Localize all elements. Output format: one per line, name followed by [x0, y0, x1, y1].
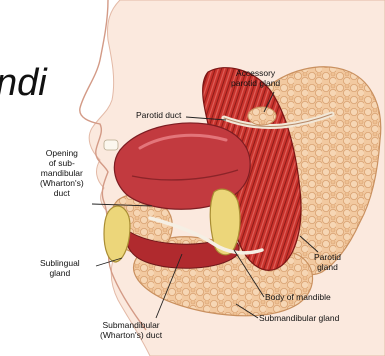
label-line: Sublingual [40, 258, 80, 268]
label-line: Submandibular gland [259, 313, 339, 323]
label-accessory-parotid: Accessory parotid gland [231, 68, 280, 88]
label-line: Parotid duct [136, 110, 181, 120]
label-line: (Wharton's) [40, 178, 84, 188]
label-submandibular-gland: Submandibular gland [259, 313, 339, 323]
label-line: gland [314, 262, 341, 272]
heading-text: ndi [0, 63, 47, 103]
label-line: Opening [40, 148, 84, 158]
label-line: Body of mandible [265, 292, 331, 302]
label-parotid-gland: Parotid gland [314, 252, 341, 272]
label-line: (Wharton's) duct [100, 330, 162, 340]
label-line: Parotid [314, 252, 341, 262]
label-submandibular-duct: Submandibular (Wharton's) duct [100, 320, 162, 340]
label-line: of sub- [40, 158, 84, 168]
label-line: parotid gland [231, 78, 280, 88]
accessory-parotid-gland [248, 107, 276, 125]
label-line: duct [40, 188, 84, 198]
label-line: gland [40, 268, 80, 278]
label-parotid-duct: Parotid duct [136, 110, 181, 120]
upper-teeth [104, 140, 118, 150]
label-sublingual-gland: Sublingual gland [40, 258, 80, 278]
label-line: mandibular [40, 168, 84, 178]
label-line: Submandibular [100, 320, 162, 330]
label-body-of-mandible: Body of mandible [265, 292, 331, 302]
label-line: Accessory [231, 68, 280, 78]
label-opening-duct: Opening of sub- mandibular (Wharton's) d… [40, 148, 84, 198]
